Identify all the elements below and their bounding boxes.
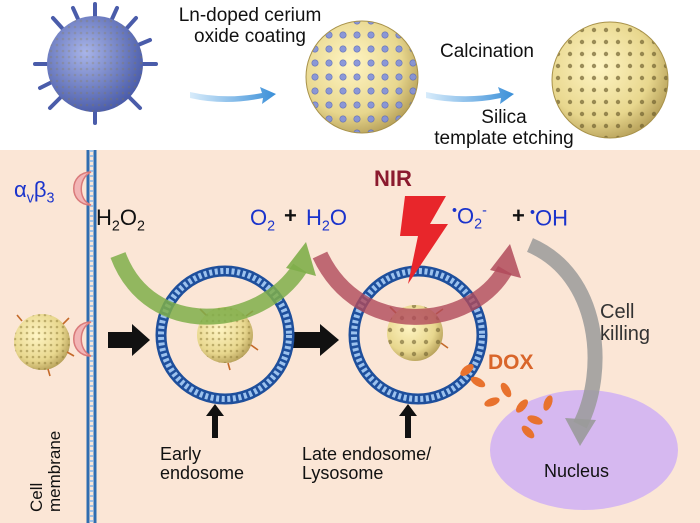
etching-step-label: Silica template etching	[434, 107, 574, 149]
porous-ceria-sphere	[551, 21, 669, 139]
h2o-label: H2O	[306, 205, 347, 235]
superoxide-label: •O2-	[452, 203, 487, 233]
outside-nanoparticle	[14, 314, 75, 377]
early-endosome-label: Early endosome	[160, 444, 245, 484]
cell-killing-label: Cell killing	[600, 301, 651, 345]
integrin-label: αvβ3	[14, 177, 55, 207]
catalase-arrow	[110, 251, 307, 325]
coating-arrow	[190, 87, 276, 104]
cell-membrane	[86, 150, 97, 523]
early-endosome-pointer	[206, 404, 224, 438]
dox-label: DOX	[488, 351, 534, 374]
h2o2-label: H2O2	[96, 205, 145, 235]
plus-sign-2: +	[512, 203, 525, 228]
o2-label: O2	[250, 205, 276, 235]
dox-molecules	[460, 364, 553, 439]
peroxidase-arrow	[312, 251, 512, 325]
hydroxyl-label: •OH	[530, 205, 569, 231]
maturation-arrow	[292, 324, 339, 356]
integrin-receptor-bottom	[73, 321, 92, 357]
cell-membrane-label: Cell membrane	[27, 430, 65, 512]
late-endosome-label: Late endosome/ Lysosome	[302, 444, 432, 484]
calcination-arrow	[426, 87, 514, 104]
late-endosome-pointer	[399, 404, 417, 438]
nir-lightning-icon	[400, 196, 448, 284]
cell-killing-arrow	[526, 238, 603, 429]
integrin-receptor-top	[73, 171, 92, 206]
uptake-arrow	[108, 324, 150, 356]
plus-sign-1: +	[284, 203, 297, 228]
silica-template-sphere	[33, 2, 158, 125]
nucleus-label: Nucleus	[544, 461, 610, 481]
early-endosome	[155, 265, 295, 405]
coating-step-label: Ln-doped cerium oxide coating	[178, 5, 322, 47]
coated-sphere	[305, 20, 419, 134]
nir-label: NIR	[374, 166, 412, 191]
calcination-label: Calcination	[440, 41, 534, 62]
